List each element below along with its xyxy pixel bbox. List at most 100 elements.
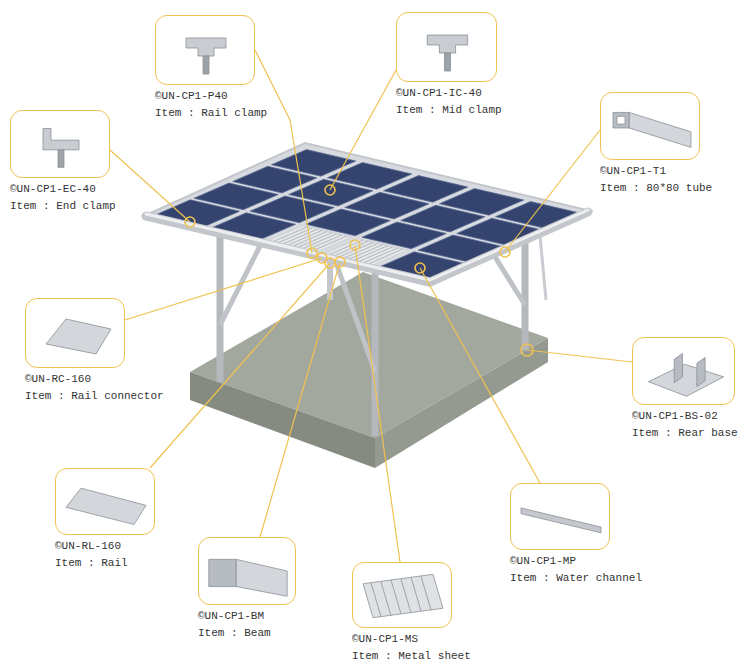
part-icon	[156, 16, 256, 86]
callout-card: ©UN-CP1-IC-40Item : Mid clamp	[396, 12, 504, 119]
callout-card: ©UN-RC-160Item : Rail connector	[25, 298, 166, 405]
part-code: ©UN-CP1-P40	[155, 88, 270, 105]
sheet-rib	[328, 240, 363, 255]
callout-card: ©UN-CP1-MPItem : Water channel	[510, 483, 645, 587]
leader-line	[330, 70, 396, 190]
part-icon	[511, 484, 611, 551]
column	[372, 267, 379, 436]
part-code: ©UN-CP1-BM	[198, 608, 298, 625]
part-icon	[199, 538, 297, 606]
part-shape	[66, 488, 146, 524]
part-frame	[155, 15, 255, 85]
part-icon	[26, 299, 126, 369]
sheet-rib	[368, 249, 403, 264]
leader-marker	[335, 257, 345, 267]
part-shape	[363, 574, 443, 617]
slab-side	[190, 372, 375, 468]
leader-marker	[325, 185, 335, 195]
sheet-rib	[272, 227, 307, 242]
part-code: ©UN-CP1-EC-40	[10, 181, 118, 198]
callout-card: ©UN-CP1-BMItem : Beam	[198, 537, 298, 642]
part-shape	[209, 559, 236, 586]
part-shape	[674, 354, 705, 387]
part-item: Item : End clamp	[10, 198, 118, 215]
part-shape	[427, 35, 467, 53]
leader-line	[110, 150, 190, 222]
part-frame	[55, 468, 155, 535]
column	[217, 231, 224, 382]
sheet-rib	[282, 229, 317, 244]
part-item: Item : 80*80 tube	[600, 180, 715, 197]
part-icon	[56, 469, 156, 536]
part-item: Item : Rear base	[632, 425, 740, 442]
solar-panels	[155, 150, 580, 279]
part-frame	[10, 110, 110, 178]
leader-marker	[325, 258, 335, 268]
part-icon	[353, 563, 453, 629]
part-code: ©UN-CP1-MP	[510, 553, 645, 570]
part-shape	[236, 559, 287, 596]
part-item: Item : Water channel	[510, 570, 645, 587]
part-code: ©UN-CP1-T1	[600, 163, 715, 180]
part-shape	[613, 112, 629, 128]
sheet-rib	[297, 233, 332, 248]
part-frame	[198, 537, 296, 605]
part-frame	[510, 483, 610, 550]
part-code: ©UN-RC-160	[25, 371, 166, 388]
sheet-rib	[302, 234, 337, 249]
leader-line	[355, 245, 400, 562]
callout-card: ©UN-CP1-P40Item : Rail clamp	[155, 15, 270, 122]
leader-line	[420, 268, 540, 483]
part-item: Item : Mid clamp	[396, 102, 504, 119]
tube-highlight	[146, 210, 588, 280]
callout-card: ©UN-CP1-MSItem : Metal sheet	[352, 562, 473, 665]
leader-line	[255, 50, 312, 253]
leader-line	[527, 350, 632, 362]
part-code: ©UN-CP1-MS	[352, 631, 473, 648]
callout-card: ©UN-CP1-T1Item : 80*80 tube	[600, 92, 715, 197]
leader-marker	[350, 240, 360, 250]
part-shape	[58, 150, 64, 167]
part-item: Item : Rail	[55, 555, 157, 572]
sheet-rib	[363, 248, 398, 263]
part-frame	[600, 92, 700, 160]
slab-side	[375, 338, 548, 468]
leader-lines	[110, 50, 632, 562]
water-channel-pipe	[540, 236, 546, 300]
part-shape	[629, 112, 691, 147]
part-shape	[444, 53, 450, 71]
leader-line	[150, 263, 330, 468]
part-icon	[601, 93, 701, 161]
part-icon	[397, 13, 498, 83]
part-code: ©UN-RL-160	[55, 538, 157, 555]
part-code: ©UN-CP1-IC-40	[396, 85, 504, 102]
part-shape	[521, 508, 601, 533]
part-frame	[632, 337, 735, 405]
part-item: Item : Metal sheet	[352, 648, 473, 665]
part-item: Item : Beam	[198, 625, 298, 642]
part-shape	[43, 128, 79, 149]
leader-line	[260, 262, 340, 537]
sheet-rib	[277, 228, 312, 243]
part-item: Item : Rail connector	[25, 388, 166, 405]
part-code: ©UN-CP1-BS-02	[632, 408, 740, 425]
sheet-rib	[287, 230, 322, 245]
front-tube	[146, 212, 588, 282]
part-shape	[46, 319, 111, 354]
sheet-rib	[348, 245, 383, 260]
leader-marker	[521, 344, 533, 356]
part-shape	[186, 38, 226, 56]
brace	[335, 260, 375, 372]
part-item: Item : Rail clamp	[155, 105, 270, 122]
part-shape	[203, 56, 209, 74]
part-frame	[25, 298, 125, 368]
callout-card: ©UN-CP1-EC-40Item : End clamp	[10, 110, 118, 215]
part-frame	[396, 12, 497, 82]
leader-line	[505, 130, 600, 252]
part-icon	[11, 111, 111, 179]
leader-marker	[415, 263, 425, 273]
canopy-frame	[144, 143, 591, 286]
part-shape	[648, 364, 723, 396]
brace	[492, 252, 525, 305]
